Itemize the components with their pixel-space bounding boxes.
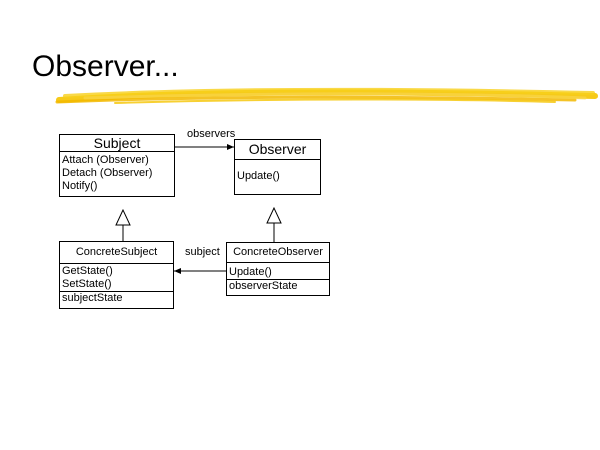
observer-class-name: Observer <box>235 140 320 160</box>
concrete-subject-class-name: ConcreteSubject <box>60 242 173 264</box>
subject-operations: Attach (Observer) Detach (Observer) Noti… <box>60 152 174 193</box>
subject-class-box: Subject Attach (Observer) Detach (Observ… <box>59 134 175 197</box>
observers-label: observers <box>187 128 236 140</box>
concrete-observer-class-box: ConcreteObserver Update() observerState <box>226 242 330 296</box>
observer-operations: Update() <box>235 160 320 183</box>
observer-class-box: Observer Update() <box>234 139 321 195</box>
concrete-subject-attr-state: subjectState <box>62 292 123 304</box>
subject-arrowhead <box>174 268 181 274</box>
highlighter-underline <box>55 87 598 104</box>
concrete-observer-class-name: ConcreteObserver <box>227 243 329 263</box>
subject-label: subject <box>185 246 220 258</box>
observer-generalization-triangle <box>266 206 282 224</box>
concrete-observer-operations: Update() <box>227 263 329 279</box>
concrete-observer-attributes: observerState <box>227 279 329 293</box>
concrete-observer-op-update: Update() <box>229 266 272 278</box>
concrete-subject-attributes: subjectState <box>60 291 173 305</box>
subject-op-detach: Detach (Observer) <box>62 167 153 179</box>
concrete-subject-op-getstate: GetState() <box>62 265 113 277</box>
concrete-subject-class-box: ConcreteSubject GetState() SetState() su… <box>59 241 174 309</box>
observers-arrowhead <box>227 144 234 150</box>
concrete-subject-operations: GetState() SetState() <box>60 264 173 291</box>
observer-op-update: Update() <box>237 170 280 182</box>
subject-op-notify: Notify() <box>62 180 98 192</box>
subject-op-attach: Attach (Observer) <box>62 154 149 166</box>
subject-class-name: Subject <box>60 135 174 152</box>
concrete-observer-attr-state: observerState <box>229 280 298 292</box>
slide-title: Observer... <box>32 50 179 83</box>
concrete-subject-op-setstate: SetState() <box>62 278 112 290</box>
subject-generalization-triangle <box>115 208 131 226</box>
